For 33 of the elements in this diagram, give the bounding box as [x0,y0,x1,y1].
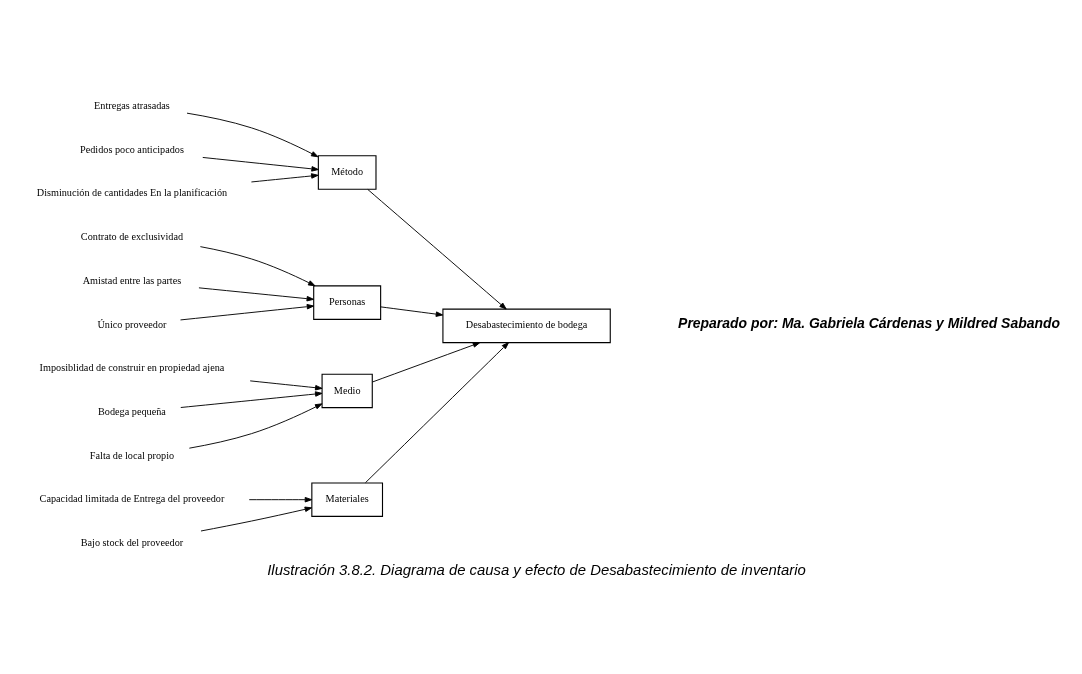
node-text: Imposiblidad de construir en propiedad ajena [39,362,225,374]
arrow [180,303,315,321]
node-box: Materiales [311,482,384,517]
node-text: Entregas atrasadas [94,100,170,112]
label: Preparado por: Ma. Gabriela Cárdenas y Mildred Sabando [678,315,1060,332]
arrow [367,189,507,310]
arrow [371,342,481,383]
arrow [200,506,313,532]
arrow [188,403,323,449]
node-text: Capacidad limitada de Entrega del proveedor [39,493,225,505]
node-box: Desabastecimiento de bodega [442,308,611,344]
node-text: Único proveedor [97,318,167,330]
node-text: Bajo stock del proveedor [80,536,184,548]
arrow [250,173,319,183]
node-box: Método [317,155,377,190]
node-text: Pedidos poco anticipados [80,143,184,155]
arrow [186,112,319,158]
node-text: Falta de local propio [89,449,175,461]
node-text: Amistad entre las partes [82,274,182,286]
arrow [202,157,319,172]
arrow [380,306,444,317]
node-text: Disminución de cantidades En la planificación [36,187,228,199]
arrow [249,380,323,391]
arrow [198,287,315,302]
node-text: Contrato de exclusividad [80,231,184,243]
node-text: Bodega pequeña [98,405,166,417]
arrow [365,342,509,484]
arrow [180,391,323,408]
node-box: Personas [313,285,382,320]
caption: Ilustración 3.8.2. Diagrama de causa y efecto de Desabastecimiento de inventario [267,561,806,578]
arrow [199,246,316,287]
arrow [248,496,313,503]
node-box: Medio [321,373,373,409]
